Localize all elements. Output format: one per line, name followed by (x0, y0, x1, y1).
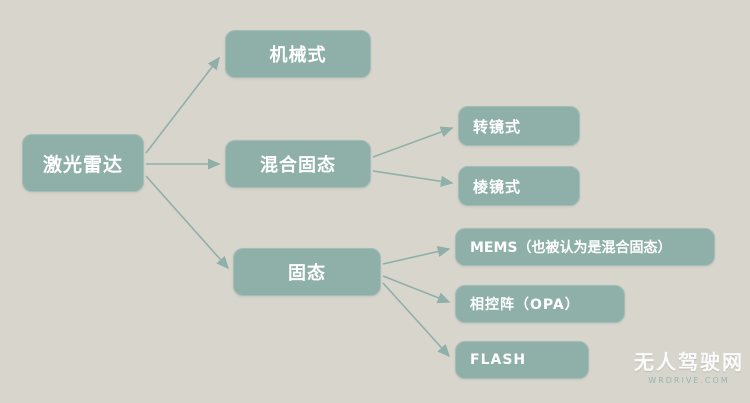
node-lidar-root: 激光雷达 (22, 134, 144, 192)
edge-hybrid-rotating (372, 126, 454, 158)
edge-solid-opa (382, 275, 451, 304)
node-mems: MEMS（也被认为是混合固态） (455, 228, 715, 266)
watermark-title: 无人驾驶网 (634, 350, 744, 374)
node-lidar-root-label: 激光雷达 (42, 153, 123, 176)
edge-root-mechanical (145, 56, 220, 154)
node-prism-label: 棱镜式 (473, 177, 522, 196)
edge-root-solid (145, 175, 230, 270)
node-hybrid-solid-state: 混合固态 (225, 140, 371, 188)
node-mechanical-label: 机械式 (269, 45, 327, 66)
edge-hybrid-prism (372, 170, 454, 187)
node-prism: 棱镜式 (458, 166, 580, 206)
node-mems-label: MEMS（也被认为是混合固态） (470, 240, 672, 256)
node-hybrid-solid-state-label: 混合固态 (260, 155, 336, 176)
node-mechanical: 机械式 (225, 30, 371, 78)
node-opa: 相控阵（OPA） (455, 285, 625, 323)
watermark: 无人驾驶网 WRDRIVE.COM (634, 346, 744, 385)
watermark-subtitle: WRDRIVE.COM (648, 376, 730, 385)
edge-solid-mems (382, 246, 451, 265)
node-opa-label: 相控阵（OPA） (470, 297, 580, 313)
node-solid-state-label: 固态 (288, 263, 326, 284)
node-solid-state: 固态 (233, 248, 381, 296)
node-flash: FLASH (455, 341, 589, 379)
node-rotating-mirror: 转镜式 (458, 106, 580, 146)
node-rotating-mirror-label: 转镜式 (473, 117, 522, 136)
node-flash-label: FLASH (470, 352, 527, 368)
edge-solid-flash (382, 282, 451, 358)
